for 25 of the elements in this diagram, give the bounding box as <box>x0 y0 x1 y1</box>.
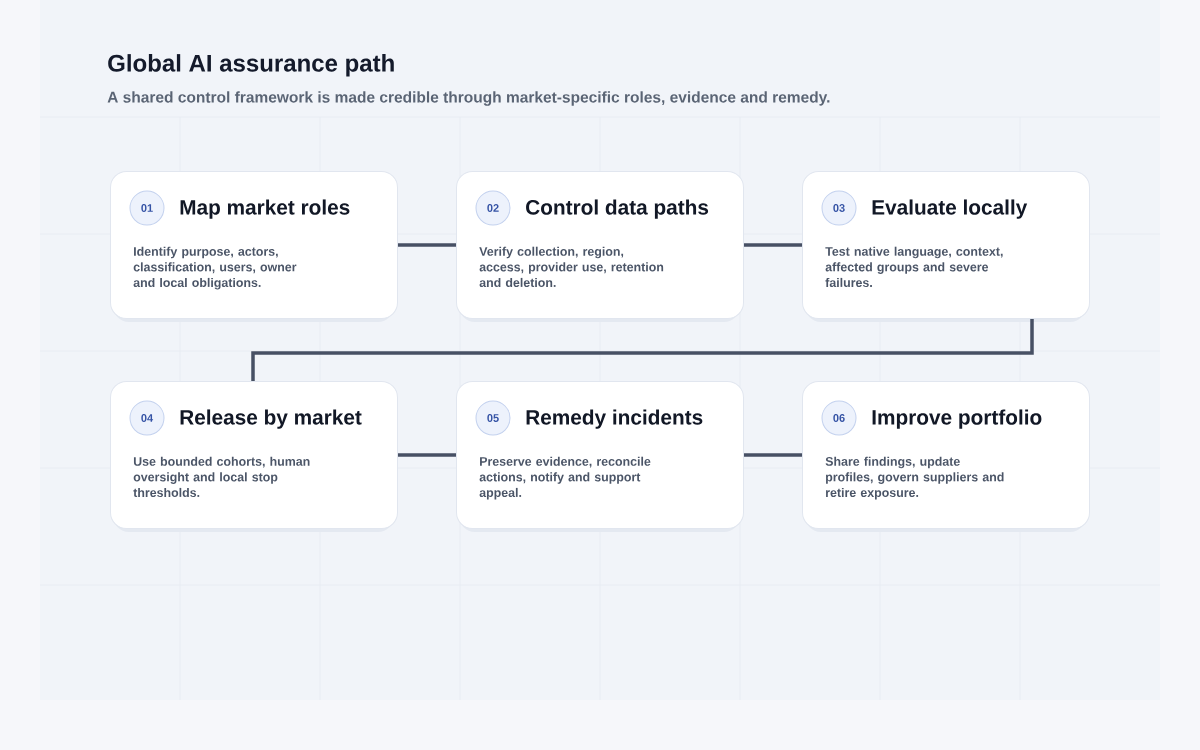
step-number-badge: 04 <box>129 400 165 436</box>
card-description: Preserve evidence, reconcile actions, notify and support appeal. <box>479 456 651 500</box>
card-heading: Map market roles <box>180 199 350 219</box>
card-description: Test native language, context, affected groups and severe failures. <box>825 246 1003 287</box>
card-heading: Evaluate locally <box>872 199 1028 219</box>
card-description: Verify collection, region, access, provider use, retention and deletion. <box>479 246 664 287</box>
step-number-badge: 01 <box>129 190 165 226</box>
subtitle: A shared control framework is made credible through market-specific roles, evidence and remedy. <box>107 91 830 106</box>
step-number-badge: 05 <box>475 400 511 436</box>
connector-line <box>744 453 802 457</box>
card-description: Share findings, update profiles, govern suppliers and retire exposure. <box>825 456 1004 500</box>
connector-line <box>398 453 456 457</box>
connector-line <box>744 243 802 247</box>
card-heading: Control data paths <box>526 199 709 219</box>
step-number-badge: 02 <box>475 190 511 226</box>
title: Global AI assurance path <box>108 54 394 77</box>
card-heading: Release by market <box>180 409 362 429</box>
card-heading: Remedy incidents <box>526 409 703 429</box>
card-heading: Improve portfolio <box>872 409 1042 429</box>
step-number-badge: 03 <box>821 190 857 226</box>
step-number-badge: 06 <box>821 400 857 436</box>
connector-line <box>251 319 1034 381</box>
card-description: Identify purpose, actors, classification, users, owner and local obligations. <box>133 246 297 290</box>
connector-line <box>398 243 456 247</box>
card-description: Use bounded cohorts, human oversight and local stop thresholds. <box>133 456 310 497</box>
